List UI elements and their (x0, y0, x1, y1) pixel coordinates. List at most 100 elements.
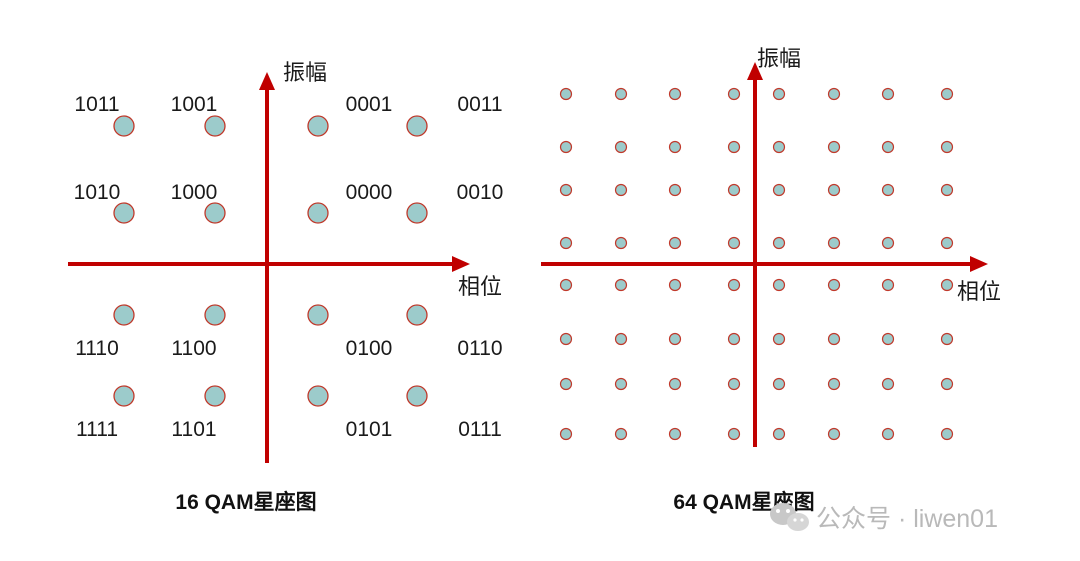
constellation-point (881, 140, 895, 154)
constellation-point (827, 183, 841, 197)
constellation-point (827, 278, 841, 292)
constellation-point (772, 427, 786, 441)
constellation-point (881, 236, 895, 250)
constellation-point (668, 278, 682, 292)
constellation-point (668, 332, 682, 346)
point-label: 0110 (457, 337, 502, 360)
constellation-point (614, 377, 628, 391)
constellation-point (940, 183, 954, 197)
point-label: 1100 (171, 337, 216, 360)
constellation-point (559, 427, 573, 441)
constellation-point (113, 304, 135, 326)
constellation-point (827, 377, 841, 391)
y-axis-arrow (747, 62, 763, 80)
y-axis-arrow (259, 72, 275, 90)
point-label: 0101 (346, 418, 393, 441)
wechat-icon (770, 503, 809, 531)
constellation-point (559, 278, 573, 292)
x-axis-arrow (452, 256, 470, 272)
constellation-point (881, 278, 895, 292)
point-label: 1000 (171, 181, 218, 204)
constellation-point (113, 202, 135, 224)
constellation-point (772, 278, 786, 292)
constellation-point (307, 304, 329, 326)
point-label: 1110 (75, 337, 119, 360)
y-axis-label: 振幅 (757, 46, 801, 71)
point-label: 0010 (457, 181, 504, 204)
constellation-point (827, 236, 841, 250)
qam16-caption: 16 QAM星座图 (175, 490, 316, 514)
constellation-point (940, 427, 954, 441)
constellation-point (668, 140, 682, 154)
constellation-point (827, 140, 841, 154)
point-label: 1010 (74, 181, 121, 204)
constellation-point (559, 332, 573, 346)
constellation-point (940, 236, 954, 250)
constellation-point (881, 332, 895, 346)
constellation-point (307, 115, 329, 137)
constellation-point (307, 385, 329, 407)
constellation-point (559, 377, 573, 391)
constellation-point (204, 385, 226, 407)
point-label: 0011 (457, 93, 502, 116)
constellation-point (727, 427, 741, 441)
constellation-point (772, 377, 786, 391)
point-label: 1001 (171, 93, 218, 116)
constellation-point (614, 236, 628, 250)
constellation-point (559, 87, 573, 101)
constellation-point (614, 87, 628, 101)
constellation-point (668, 236, 682, 250)
constellation-point (772, 236, 786, 250)
constellation-point (668, 377, 682, 391)
constellation-point (614, 332, 628, 346)
constellation-point (827, 332, 841, 346)
constellation-point (772, 183, 786, 197)
constellation-point (113, 385, 135, 407)
constellation-point (113, 115, 135, 137)
x-axis-arrow (970, 256, 988, 272)
constellation-point (881, 183, 895, 197)
point-label: 1011 (74, 93, 119, 116)
point-label: 0100 (346, 337, 393, 360)
constellation-point (614, 140, 628, 154)
constellation-point (614, 278, 628, 292)
constellation-point (772, 87, 786, 101)
x-axis-label: 相位 (458, 274, 502, 299)
constellation-point (881, 87, 895, 101)
constellation-point (204, 115, 226, 137)
constellation-point (727, 377, 741, 391)
constellation-point (668, 183, 682, 197)
constellation-point (307, 202, 329, 224)
constellation-point (406, 115, 428, 137)
x-axis-label: 相位 (957, 279, 1001, 304)
constellation-point (727, 87, 741, 101)
constellation-point (881, 427, 895, 441)
constellation-point (204, 202, 226, 224)
watermark: 公众号 · liwen01 (770, 503, 998, 533)
constellation-point (559, 140, 573, 154)
y-axis-label: 振幅 (283, 60, 327, 85)
constellation-point (614, 183, 628, 197)
constellation-point (614, 427, 628, 441)
point-label: 1101 (171, 418, 216, 441)
constellation-point (406, 385, 428, 407)
point-label: 0001 (346, 93, 393, 116)
constellation-point (559, 183, 573, 197)
constellation-point (406, 202, 428, 224)
constellation-point (940, 140, 954, 154)
constellation-point (940, 332, 954, 346)
constellation-point (772, 332, 786, 346)
constellation-point (772, 140, 786, 154)
constellation-point (559, 236, 573, 250)
constellation-point (727, 278, 741, 292)
constellation-point (727, 332, 741, 346)
point-label: 0111 (458, 418, 502, 441)
constellation-point (406, 304, 428, 326)
constellation-point (204, 304, 226, 326)
constellation-point (668, 87, 682, 101)
constellation-point (827, 87, 841, 101)
point-label: 1111 (76, 418, 118, 441)
